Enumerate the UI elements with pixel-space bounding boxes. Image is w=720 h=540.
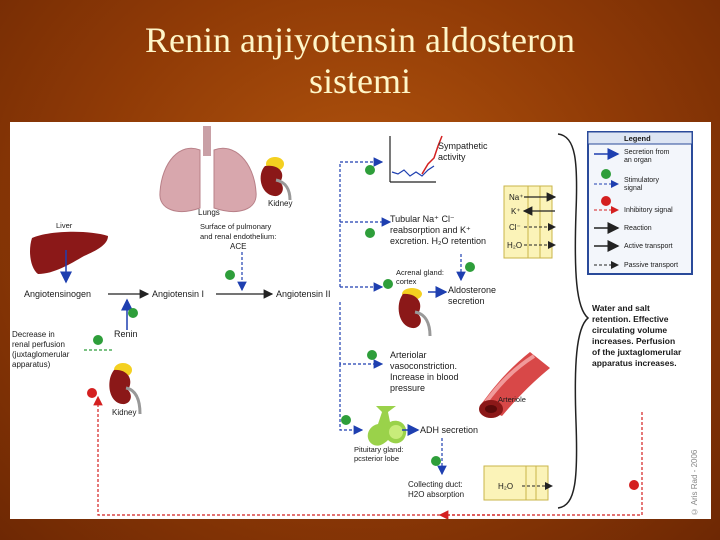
- arteriolar-line-2: vasoconstriction.: [390, 361, 457, 371]
- result-line-6: apparatus increases.: [592, 358, 677, 368]
- raas-diagram: Lungs Kidney Surface of pulmonary and re…: [10, 122, 711, 519]
- arteriolar-line-3: Increase in blood: [390, 372, 459, 382]
- kidney-top-icon: [260, 157, 292, 201]
- aldosterone-line-2: secretion: [448, 296, 485, 306]
- decrease-line-2: renal perfusion: [12, 340, 65, 349]
- kidney-top-label: Kidney: [268, 199, 292, 208]
- renin-stimulatory-marker: [128, 308, 138, 318]
- pituitary-line-1: Pituitary gland:: [354, 445, 404, 454]
- sympathetic-line-2: activity: [438, 152, 466, 162]
- ion-h2o: H₂O: [507, 241, 522, 250]
- pituitary-line-2: pcsterior lobe: [354, 454, 399, 463]
- title-line-1: Renin anjiyotensin aldosteron: [145, 20, 575, 60]
- ace-line-2: and renal endothelium:: [200, 232, 276, 241]
- legend-secretion-2: an organ: [624, 157, 652, 164]
- ace-line-1: Surface of pulmonary: [200, 222, 272, 231]
- kidney-bottom-label: Kidney: [112, 408, 136, 417]
- angiotensin-1-label: Angiotensin I: [152, 289, 204, 299]
- legend-stimulatory-2: signal: [624, 185, 643, 192]
- lungs-icon: [159, 126, 257, 212]
- legend-title: Legend: [624, 134, 651, 143]
- sympathetic-line-1: Sympathetic: [438, 141, 488, 151]
- copyright-credit: © Aris Rad - 2006: [690, 449, 699, 516]
- legend-active: Active transport: [624, 243, 673, 250]
- decrease-line-1: Decrease in: [12, 330, 55, 339]
- ion-k: K⁺: [511, 207, 521, 216]
- pituitary-icon: [367, 406, 407, 446]
- adrenal-line-1: Acrenal gland:: [396, 268, 444, 277]
- legend: [587, 131, 693, 275]
- tubular-line-3: excretion. H₂O retention: [390, 236, 486, 246]
- result-line-1: Water and salt: [592, 303, 650, 313]
- legend-inhibitory: Inhibitory signal: [624, 207, 673, 214]
- adrenal-kidney-icon: [398, 288, 432, 337]
- result-line-2: retention. Effective: [592, 314, 669, 324]
- result-line-4: increases. Perfusion: [592, 336, 675, 346]
- stimulatory-marker: [225, 270, 235, 280]
- legend-passive: Passive transport: [624, 262, 678, 269]
- tubular-line-1: Tubular Na⁺ Cl⁻: [390, 214, 455, 224]
- title-line-2: sistemi: [308, 61, 411, 101]
- renin-label: Renin: [114, 329, 138, 339]
- arteriolar-line-1: Arteriolar: [390, 350, 427, 360]
- angiotensinogen-label: Angiotensinogen: [24, 289, 91, 299]
- ion-transport-box: [503, 185, 557, 259]
- decrease-line-3: (juxtaglomerular: [12, 350, 70, 359]
- result-line-3: circulating volume: [592, 325, 667, 335]
- adrenal-line-2: cortex: [396, 277, 417, 286]
- arteriolar-line-4: pressure: [390, 383, 425, 393]
- legend-reaction: Reaction: [624, 225, 652, 232]
- diagram-canvas: Lungs Kidney Surface of pulmonary and re…: [12, 126, 693, 519]
- liver-label: Liver: [56, 221, 73, 230]
- duct-h2o-label: H₂O: [498, 482, 513, 491]
- sympathetic-graph: [389, 135, 443, 183]
- ace-note: Surface of pulmonary and renal endotheli…: [200, 222, 276, 251]
- aldosterone-line-1: Aldosterone: [448, 285, 496, 295]
- bracket: [557, 133, 590, 509]
- result-line-5: of the juxtaglomerular: [592, 347, 682, 357]
- adh-label: ADH secretion: [420, 425, 478, 435]
- collecting-duct-box: [483, 465, 553, 501]
- collecting-line-2: H2O absorption: [408, 490, 464, 499]
- lungs-label: Lungs: [198, 208, 220, 217]
- legend-secretion-1: Secretion from: [624, 149, 670, 156]
- angiotensin-2-label: Angiotensin II: [276, 289, 331, 299]
- legend-stimulatory-1: Stimulatory: [624, 177, 660, 184]
- liver-icon: [30, 231, 108, 274]
- inhibitory-marker: [87, 388, 97, 398]
- ion-na: Na⁺: [509, 193, 523, 202]
- arteriole-icon: [479, 352, 550, 418]
- slide-title: Renin anjiyotensin aldosteron sistemi: [0, 20, 720, 102]
- collecting-line-1: Collecting duct:: [408, 480, 463, 489]
- decrease-line-4: apparatus): [12, 360, 51, 369]
- tubular-line-2: reabsorption and K⁺: [390, 225, 471, 235]
- ion-cl: Cl⁻: [509, 223, 521, 232]
- arteriole-label: Arteriole: [498, 395, 526, 404]
- kidney-bottom-icon: [109, 363, 142, 415]
- ace-line-3: ACE: [230, 242, 246, 251]
